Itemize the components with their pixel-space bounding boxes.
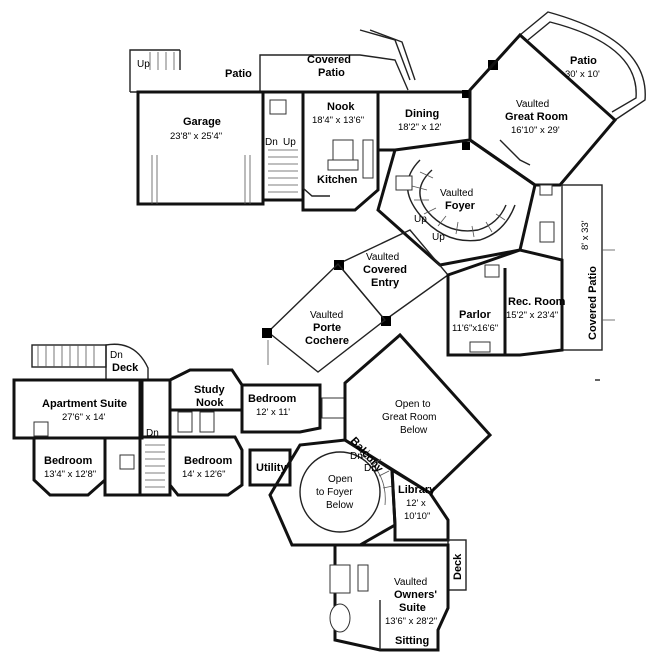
label-open-foyer-2: to Foyer: [316, 487, 353, 498]
label-foyer-1: Vaulted: [440, 188, 473, 199]
label-up-foyer-1: Up: [414, 214, 427, 225]
label-patio-right-name: Patio: [570, 55, 597, 67]
label-sitting: Sitting: [395, 635, 429, 647]
label-study-2: Nook: [196, 397, 224, 409]
label-dn-deck: Dn: [110, 350, 123, 361]
label-rec-name: Rec. Room: [508, 296, 566, 308]
label-deck-top: Deck: [112, 362, 139, 374]
label-garage-name: Garage: [183, 116, 221, 128]
label-owners-3: Suite: [399, 602, 426, 614]
nook-kitchen: [301, 90, 380, 212]
labels: Up Patio Covered Patio Garage 23'8" x 25…: [42, 54, 600, 647]
main-stair-left: [261, 90, 305, 202]
label-apt-dim: 27'6" x 14': [62, 412, 106, 423]
label-patio-left: Patio: [225, 68, 252, 80]
label-open-great-2: Great Room: [382, 412, 436, 423]
bedroom-center: [168, 435, 244, 497]
label-owners-1: Vaulted: [394, 577, 427, 588]
bedroom-right: [240, 383, 345, 434]
label-covered-patio-2: Patio: [318, 67, 345, 79]
label-porte-1: Vaulted: [310, 310, 343, 321]
label-owners-dim: 13'6" x 28'2": [385, 616, 437, 627]
label-entry-2: Covered: [363, 264, 407, 276]
label-foyer-2: Foyer: [445, 200, 476, 212]
label-owners-2: Owners': [394, 589, 437, 601]
owners-suite: [329, 543, 450, 652]
label-dn-center: Dn: [146, 428, 159, 439]
label-entry-1: Vaulted: [366, 252, 399, 263]
label-garage-dim: 23'8" x 25'4": [170, 131, 222, 142]
garage: [136, 90, 265, 206]
upper-floor: [12, 332, 493, 652]
label-apt-name: Apartment Suite: [42, 398, 127, 410]
deck-left: [31, 343, 149, 381]
open-great-room: [343, 332, 493, 495]
label-bed1-name: Bedroom: [248, 393, 297, 405]
label-bed3-name: Bedroom: [184, 455, 233, 467]
label-great-1: Vaulted: [516, 99, 549, 110]
label-utility: Utility: [256, 462, 287, 474]
label-porte-3: Cochere: [305, 335, 349, 347]
label-open-foyer-3: Below: [326, 500, 354, 511]
covered-entry: [262, 229, 450, 373]
label-patio-right-dim: 30' x 10': [565, 69, 600, 80]
label-deck-right: Deck: [452, 553, 464, 580]
label-rec-dim: 15'2" x 23'4": [506, 310, 558, 321]
label-great-dim: 16'10" x 29': [511, 125, 560, 136]
label-open-great-3: Below: [400, 425, 428, 436]
label-up-main: Up: [283, 137, 296, 148]
label-covered-patio-side: Covered Patio: [587, 266, 599, 340]
label-library-dim-2: 10'10": [404, 511, 430, 522]
label-dn-balcony-1: Dn: [350, 451, 363, 462]
baths-center: [103, 378, 172, 497]
label-up-foyer-2: Up: [432, 232, 445, 243]
label-bed1-dim: 12' x 11': [256, 407, 290, 418]
patio-right: [488, 11, 646, 121]
main-floor: [129, 11, 646, 381]
utility: [248, 448, 292, 487]
label-covered-patio-side-dim: 8' x 33': [580, 220, 591, 250]
label-open-foyer-1: Open: [328, 474, 352, 485]
label-nook-dim: 18'4" x 13'6": [312, 115, 364, 126]
label-great-2: Great Room: [505, 111, 568, 123]
label-porte-2: Porte: [313, 322, 341, 334]
label-dining-name: Dining: [405, 108, 439, 120]
label-dining-dim: 18'2" x 12': [398, 122, 442, 133]
label-bed2-name: Bedroom: [44, 455, 93, 467]
label-nook-name: Nook: [327, 101, 355, 113]
label-up-stair: Up: [137, 59, 150, 70]
label-library-name: Library: [398, 484, 436, 496]
label-study-1: Study: [194, 384, 225, 396]
label-covered-patio-1: Covered: [307, 54, 351, 66]
label-kitchen: Kitchen: [317, 174, 358, 186]
label-parlor-dim: 11'6"x16'6": [452, 323, 498, 334]
label-bed3-dim: 14' x 12'6": [182, 469, 225, 480]
label-parlor-name: Parlor: [459, 309, 492, 321]
label-dn-balcony-2: Dn: [364, 463, 377, 474]
label-open-great-1: Open to: [395, 399, 431, 410]
label-entry-3: Entry: [371, 277, 400, 289]
label-dn-main: Dn: [265, 137, 278, 148]
label-library-dim-1: 12' x: [406, 498, 426, 509]
parlor-rec: [446, 221, 564, 357]
label-bed2-dim: 13'4" x 12'8": [44, 469, 96, 480]
covered-patio-top: [259, 29, 416, 92]
